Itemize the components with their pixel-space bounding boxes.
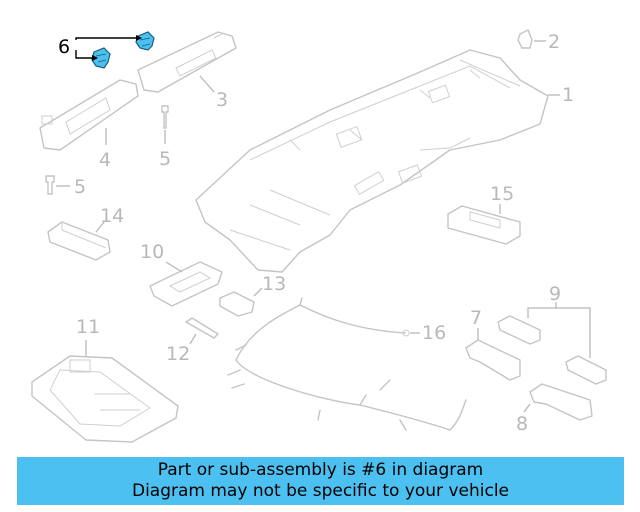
callout-12: 12 (166, 343, 190, 365)
grab-handle-part-8[interactable] (529, 383, 593, 421)
info-banner: Part or sub-assembly is #6 in diagram Di… (17, 457, 624, 505)
leader-line-10 (165, 261, 183, 273)
callout-16: 16 (422, 322, 446, 344)
banner-line-1: Part or sub-assembly is #6 in diagram (157, 460, 484, 480)
callout-6: 6 (58, 36, 70, 58)
lamp-part-15[interactable] (447, 205, 521, 245)
harness-part-16[interactable] (227, 297, 467, 431)
sunvisor-holder-part-6[interactable] (91, 31, 155, 69)
callout-5b: 5 (74, 176, 86, 198)
leader-line-6a (75, 37, 136, 40)
strip-part-12[interactable] (185, 317, 219, 339)
callout-9: 9 (549, 283, 561, 305)
leader-line-3 (199, 75, 215, 93)
callout-7: 7 (470, 307, 482, 329)
cover-part-13[interactable] (219, 291, 255, 317)
sunvisor-part-3[interactable] (137, 31, 237, 93)
bracket-part-10[interactable] (149, 261, 223, 307)
lamp-part-14[interactable] (47, 221, 111, 261)
callout-5a: 5 (159, 148, 171, 170)
callout-11: 11 (76, 316, 100, 338)
banner-line-2: Diagram may not be specific to your vehi… (131, 481, 509, 501)
leader-line-6b (75, 50, 92, 59)
callout-15: 15 (490, 183, 514, 205)
leader-line-12 (189, 333, 197, 345)
callout-14: 14 (100, 205, 124, 227)
clip-part-2[interactable] (517, 29, 533, 49)
leader-line-14 (95, 221, 105, 233)
leader-line-8 (523, 403, 531, 413)
arrowhead-6b (92, 55, 98, 61)
parts-diagram: 1 2 3 4 5 5 6 (31, 29, 607, 443)
bracket-part-9[interactable] (497, 315, 607, 385)
console-part-11[interactable] (31, 355, 179, 443)
sunvisor-part-4[interactable] (39, 79, 139, 151)
callout-8: 8 (516, 413, 528, 435)
screw-part-5b[interactable] (45, 175, 55, 195)
headliner-part-1[interactable] (195, 49, 549, 273)
leader-line-9 (527, 307, 591, 358)
callout-1: 1 (562, 84, 574, 106)
callout-4: 4 (99, 149, 111, 171)
callout-10: 10 (140, 241, 164, 263)
callout-3: 3 (216, 89, 228, 111)
grab-handle-part-7[interactable] (465, 339, 521, 381)
callout-13: 13 (262, 273, 286, 295)
screw-part-5a[interactable] (161, 105, 169, 129)
arrowhead-6a (136, 35, 142, 41)
callout-2: 2 (548, 31, 560, 53)
leader-line-13 (253, 287, 263, 297)
